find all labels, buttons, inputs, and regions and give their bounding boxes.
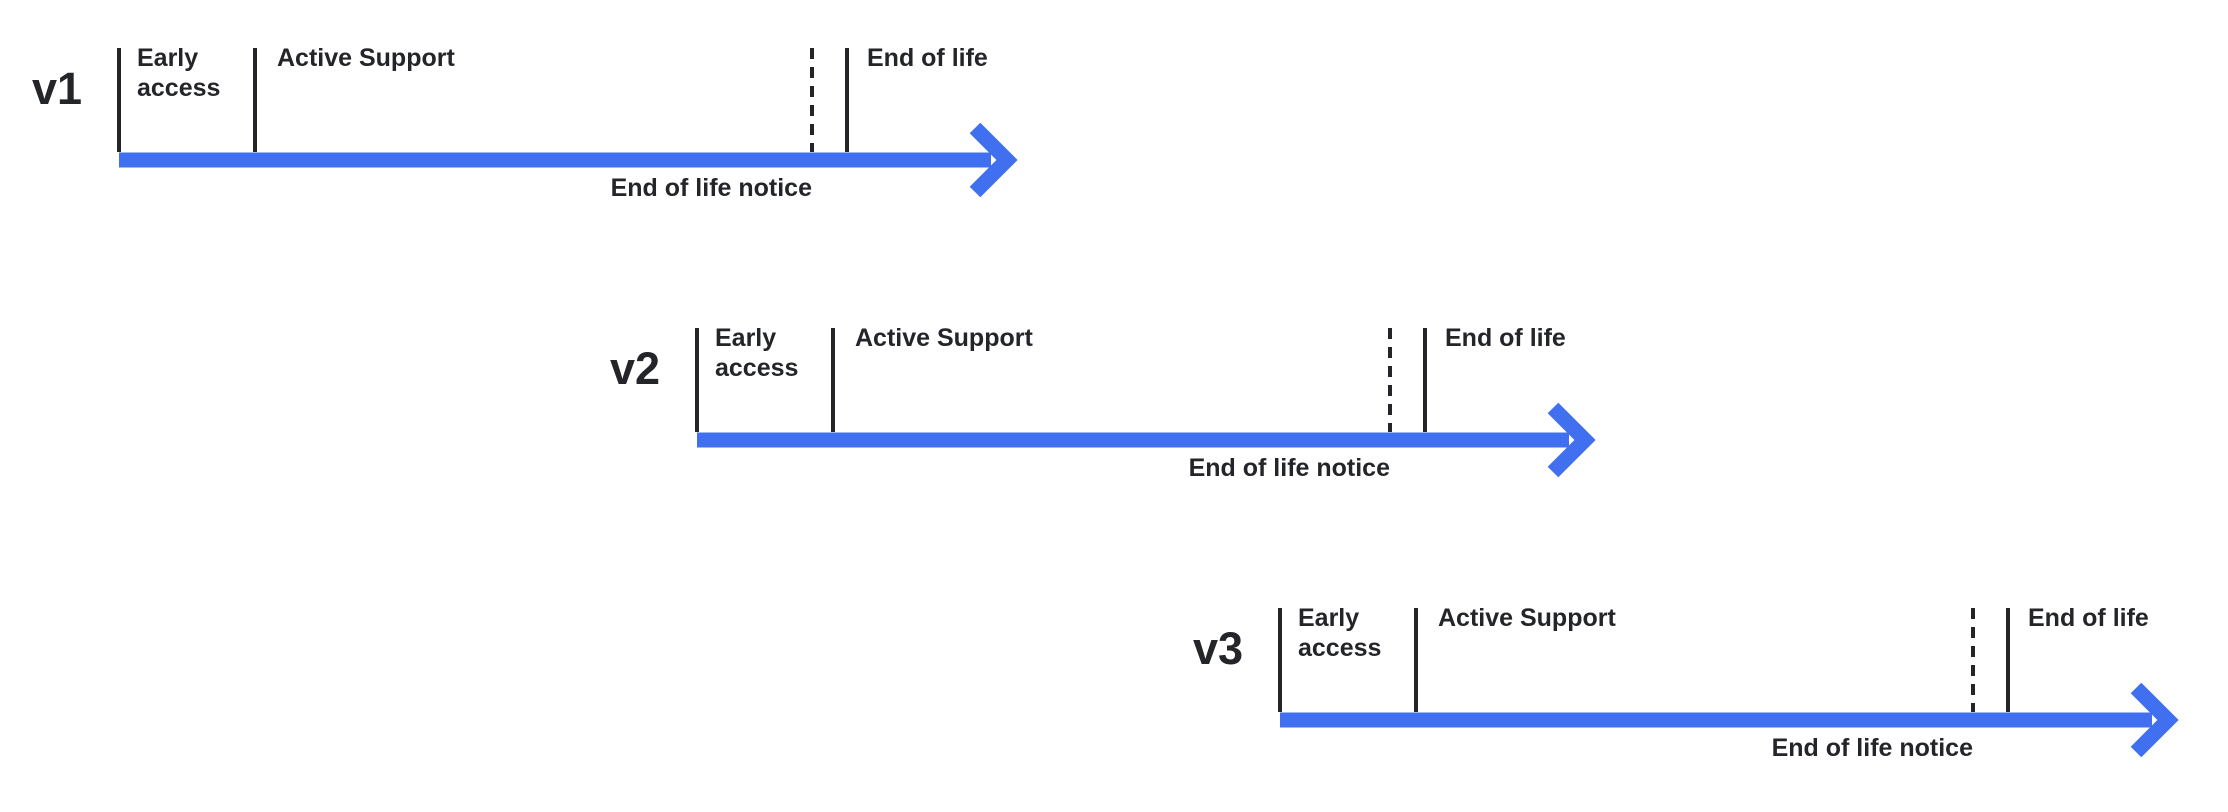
timeline-row-v2: v2 Early access Active Support End of li… [610,324,1655,538]
timeline-arrow-head [1547,402,1596,478]
end-of-life-label: End of life [867,44,988,72]
active-support-label: Active Support [1438,604,1616,632]
timeline-row-v3: v3 Early access Active Support End of li… [1193,604,2228,812]
active-support-label: Active Support [855,324,1033,352]
version-label: v1 [31,63,82,114]
version-label: v3 [1192,623,1243,674]
timeline-arrow-head [969,122,1018,198]
early-access-label: Early access [1298,604,1382,662]
early-access-label: Early access [715,324,799,382]
timeline-arrow-graphic [1278,608,2179,758]
timeline-arrow-graphic [695,328,1596,478]
end-of-life-notice-label: End of life notice [1771,734,1973,762]
end-of-life-notice-label: End of life notice [1188,454,1390,482]
early-access-label: Early access [137,44,221,102]
active-support-label: Active Support [277,44,455,72]
end-of-life-notice-label: End of life notice [610,174,812,202]
end-of-life-label: End of life [2028,604,2149,632]
timeline-arrow-graphic [117,48,1018,198]
end-of-life-label: End of life [1445,324,1566,352]
timeline-row-v1: v1 Early access Active Support End of li… [32,44,1077,258]
version-label: v2 [609,343,660,394]
timeline-arrow-head [2130,682,2179,758]
